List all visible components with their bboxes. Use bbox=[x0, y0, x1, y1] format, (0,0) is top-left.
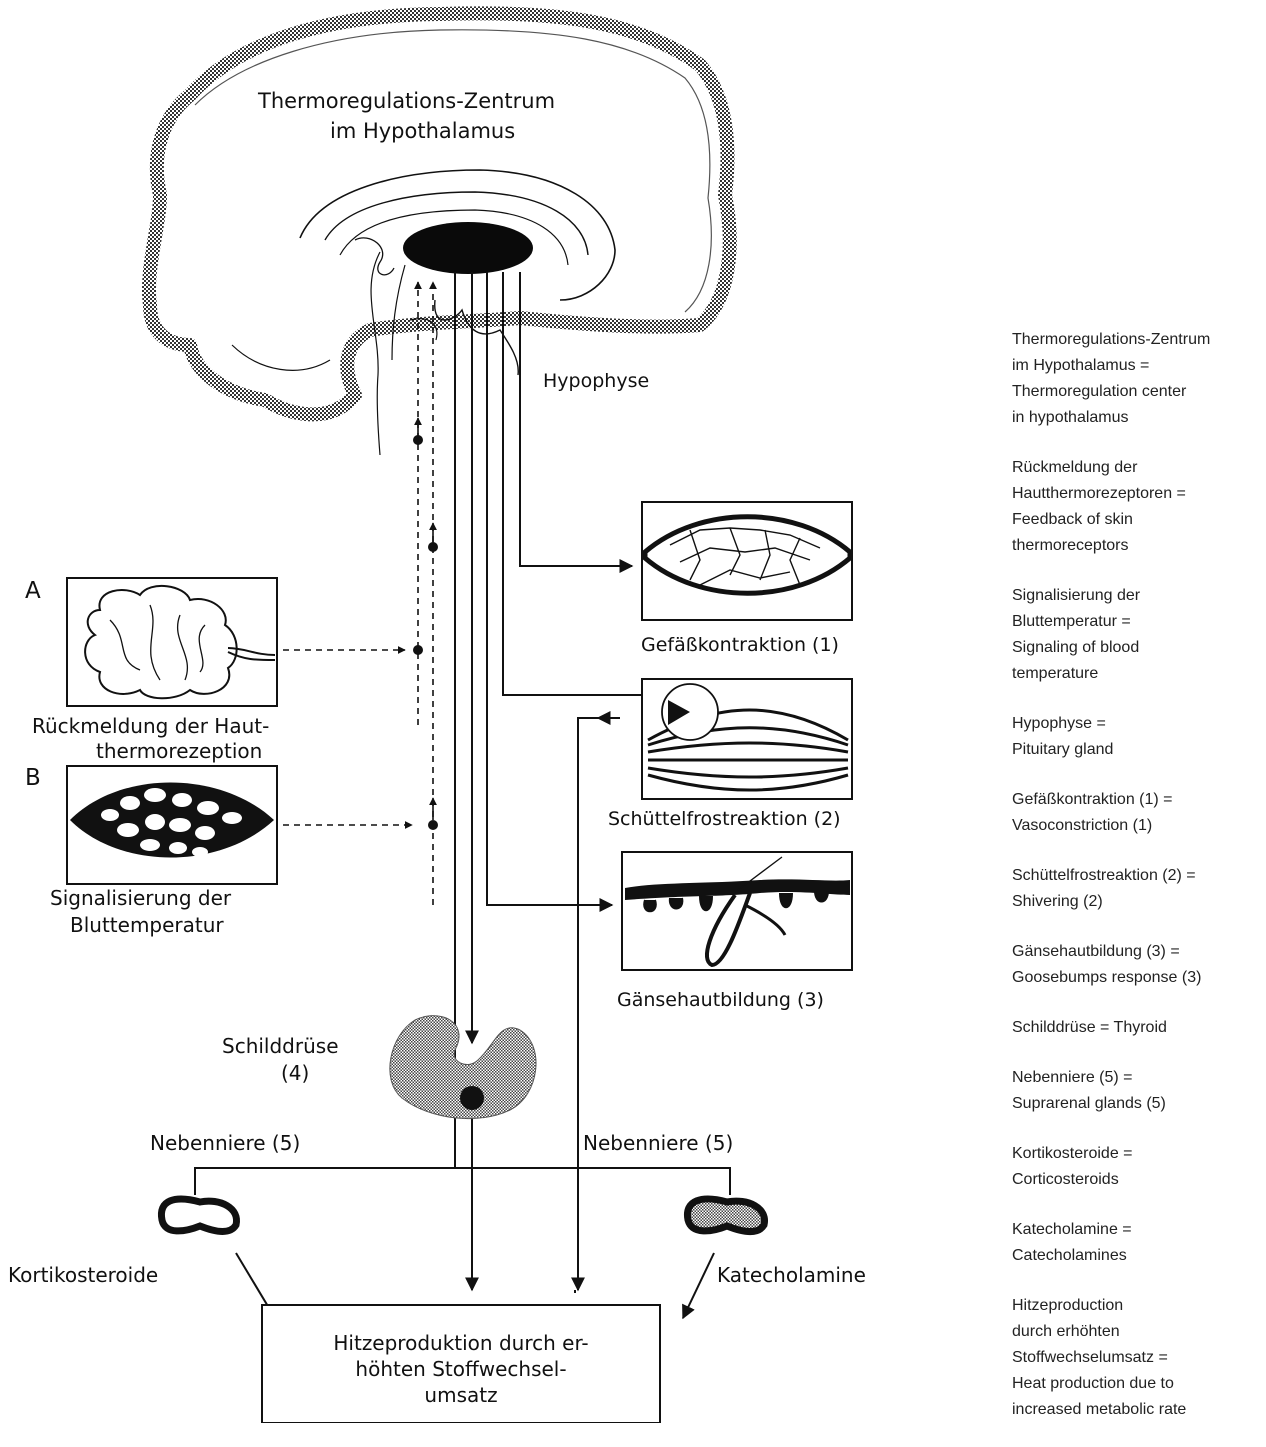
legend-item: Hitzeproduction durch erhöhten Stoffwech… bbox=[1012, 1293, 1262, 1423]
thyroid-gland bbox=[390, 1016, 536, 1119]
legend-line: temperature bbox=[1012, 661, 1262, 687]
heat-label-line1: Hitzeproduktion durch er- bbox=[333, 1331, 588, 1355]
legend-line: increased metabolic rate bbox=[1012, 1397, 1262, 1423]
legend-line: durch erhöhten bbox=[1012, 1319, 1262, 1345]
skin-receptor-box bbox=[67, 578, 277, 706]
legend-line: in hypothalamus bbox=[1012, 405, 1262, 431]
legend-line: Catecholamines bbox=[1012, 1243, 1262, 1269]
label-a: A bbox=[25, 578, 41, 604]
legend-item: Katecholamine = Catecholamines bbox=[1012, 1217, 1262, 1269]
legend-line: Hypophyse = bbox=[1012, 711, 1262, 737]
legend-line: Schilddrüse = Thyroid bbox=[1012, 1015, 1262, 1041]
blood-label-line1: Signalisierung der bbox=[50, 886, 232, 910]
legend-item: Thermoregulations-Zentrum im Hypothalamu… bbox=[1012, 327, 1262, 431]
hypothalamus-center bbox=[403, 222, 533, 274]
legend-line: Pituitary gland bbox=[1012, 737, 1262, 763]
center-label-line2: im Hypothalamus bbox=[330, 119, 515, 143]
legend-line: Gefäßkontraktion (1) = bbox=[1012, 787, 1262, 813]
skin-label-line1: Rückmeldung der Haut- bbox=[32, 714, 269, 738]
legend-item: Nebenniere (5) = Suprarenal glands (5) bbox=[1012, 1065, 1262, 1117]
heat-label-line2: höhten Stoffwechsel- bbox=[355, 1357, 566, 1381]
legend-line: Signaling of blood bbox=[1012, 635, 1262, 661]
hypophyse-label: Hypophyse bbox=[543, 370, 649, 392]
legend-line: Thermoregulations-Zentrum bbox=[1012, 327, 1262, 353]
legend-line: Bluttemperatur = bbox=[1012, 609, 1262, 635]
goosebumps-label: Gänsehautbildung (3) bbox=[617, 989, 824, 1011]
legend-line: Stoffwechselumsatz = bbox=[1012, 1345, 1262, 1371]
legend-item: Gänsehautbildung (3) = Goosebumps respon… bbox=[1012, 939, 1262, 991]
legend-item: Signalisierung der Bluttemperatur = Sign… bbox=[1012, 583, 1262, 687]
legend-line: Thermoregulation center bbox=[1012, 379, 1262, 405]
legend-line: Vasoconstriction (1) bbox=[1012, 813, 1262, 839]
legend-line: Schüttelfrostreaktion (2) = bbox=[1012, 863, 1262, 889]
legend-line: Corticosteroids bbox=[1012, 1167, 1262, 1193]
center-label-line1: Thermoregulations-Zentrum bbox=[257, 89, 555, 113]
legend-item: Rückmeldung der Hautthermorezeptoren = F… bbox=[1012, 455, 1262, 559]
legend-line: Hautthermorezeptoren = bbox=[1012, 481, 1262, 507]
legend-line: Hitzeproduction bbox=[1012, 1293, 1262, 1319]
adrenal-left-gland bbox=[161, 1199, 236, 1232]
blood-label-line2: Bluttemperatur bbox=[70, 913, 224, 937]
shivering-label: Schüttelfrostreaktion (2) bbox=[608, 808, 841, 830]
legend-item: Hypophyse = Pituitary gland bbox=[1012, 711, 1262, 763]
translation-legend: Thermoregulations-Zentrum im Hypothalamu… bbox=[1012, 327, 1262, 1447]
legend-item: Schüttelfrostreaktion (2) = Shivering (2… bbox=[1012, 863, 1262, 915]
legend-line: Signalisierung der bbox=[1012, 583, 1262, 609]
thyroid-label-line1: Schilddrüse bbox=[222, 1034, 339, 1058]
legend-line: Feedback of skin bbox=[1012, 507, 1262, 533]
corticosteroids-label: Kortikosteroide bbox=[8, 1263, 158, 1287]
vasoconstriction-box bbox=[642, 502, 852, 620]
heat-label-line3: umsatz bbox=[424, 1383, 497, 1407]
legend-item: Gefäßkontraktion (1) = Vasoconstriction … bbox=[1012, 787, 1262, 839]
feedback-pathways bbox=[283, 282, 433, 905]
goosebumps-box bbox=[622, 852, 852, 970]
legend-line: Rückmeldung der bbox=[1012, 455, 1262, 481]
adrenal-right-label: Nebenniere (5) bbox=[583, 1131, 733, 1155]
thyroid-label-line2: (4) bbox=[281, 1061, 309, 1085]
legend-line: Goosebumps response (3) bbox=[1012, 965, 1262, 991]
legend-line: Kortikosteroide = bbox=[1012, 1141, 1262, 1167]
catecholamines-label: Katecholamine bbox=[717, 1263, 866, 1287]
legend-line: im Hypothalamus = bbox=[1012, 353, 1262, 379]
adrenal-left-label: Nebenniere (5) bbox=[150, 1131, 300, 1155]
legend-line: Gänsehautbildung (3) = bbox=[1012, 939, 1262, 965]
legend-line: Suprarenal glands (5) bbox=[1012, 1091, 1262, 1117]
adrenal-right-gland bbox=[687, 1199, 764, 1232]
legend-line: Shivering (2) bbox=[1012, 889, 1262, 915]
legend-item: Schilddrüse = Thyroid bbox=[1012, 1015, 1262, 1041]
legend-line: Nebenniere (5) = bbox=[1012, 1065, 1262, 1091]
legend-line: thermoreceptors bbox=[1012, 533, 1262, 559]
blood-vessel-box bbox=[67, 766, 277, 884]
label-b: B bbox=[25, 765, 41, 791]
feedback-nodes bbox=[413, 435, 438, 830]
legend-line: Heat production due to bbox=[1012, 1371, 1262, 1397]
skin-label-line2: thermorezeption bbox=[96, 739, 262, 763]
legend-line: Katecholamine = bbox=[1012, 1217, 1262, 1243]
legend-item: Kortikosteroide = Corticosteroids bbox=[1012, 1141, 1262, 1193]
shivering-box bbox=[642, 679, 852, 799]
vasoconstriction-label: Gefäßkontraktion (1) bbox=[641, 634, 839, 656]
